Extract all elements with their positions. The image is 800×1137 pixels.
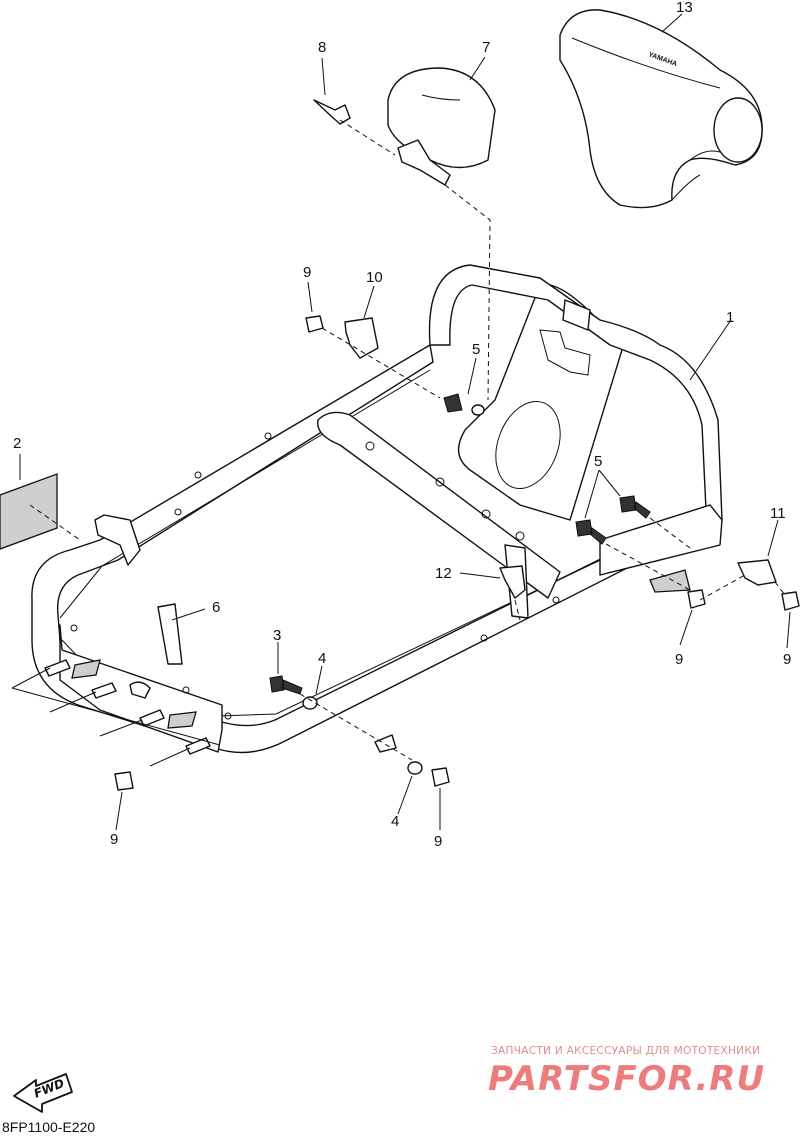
- fwd-arrow: FWD: [13, 1073, 73, 1113]
- fasteners: [114, 315, 800, 791]
- nut-9e: [431, 767, 450, 787]
- callout-12: 12: [435, 565, 452, 582]
- frame-rear-rail: [599, 504, 723, 576]
- washer-4b: [407, 761, 423, 775]
- bumper-pad-clip: [397, 139, 451, 186]
- leader-lines: [11, 13, 791, 831]
- frame-assembly: [31, 264, 723, 755]
- nut-9c: [781, 591, 800, 611]
- rail-holes: [70, 432, 560, 720]
- seat-pad-seam: [571, 37, 721, 201]
- bolt-5a: [443, 393, 463, 413]
- bolt-5c: [575, 519, 607, 545]
- nut-9b: [687, 589, 706, 609]
- clip-11: [737, 559, 777, 586]
- clip-10: [344, 317, 379, 359]
- callout-8: 8: [318, 39, 326, 56]
- callout-9b: 9: [675, 651, 683, 668]
- callout-9a: 9: [303, 264, 311, 281]
- pin-rivet: [313, 99, 351, 125]
- left-rail-bracket: [94, 514, 141, 566]
- support-panel-hole: [495, 400, 561, 490]
- washer-4a: [302, 696, 318, 710]
- underside-tab: [374, 734, 397, 753]
- callout-4a: 4: [318, 650, 326, 667]
- hoop-hinge: [562, 299, 591, 331]
- bushing-5a: [471, 404, 485, 416]
- seat-pad-end-cap: [713, 97, 763, 163]
- watermark-tagline: ЗАПЧАСТИ И АКСЕССУАРЫ ДЛЯ МОТОТЕХНИКИ: [491, 1045, 760, 1057]
- frame-cross-member: [316, 411, 561, 599]
- callout-7: 7: [482, 39, 490, 56]
- callout-5b: 5: [594, 453, 602, 470]
- fwd-arrow-shape: [13, 1073, 73, 1113]
- assembly-dash-lines: [29, 119, 786, 761]
- nut-9d: [114, 771, 134, 791]
- callout-11: 11: [770, 505, 786, 522]
- callout-9c: 9: [783, 651, 791, 668]
- callout-6: 6: [212, 599, 220, 616]
- callout-10: 10: [366, 269, 383, 286]
- callout-labels: 1 2 3 4 4 5 5 6 7 8 9 9 9 9 9 10 11 12 1…: [13, 0, 791, 850]
- callout-3: 3: [273, 627, 281, 644]
- bolt-3: [269, 675, 303, 695]
- callout-1: 1: [726, 309, 734, 326]
- callout-4b: 4: [391, 813, 399, 830]
- callout-13: 13: [676, 0, 693, 16]
- label-plate: [0, 473, 58, 550]
- underside-plate: [649, 569, 691, 593]
- bumper-pad-slot: [421, 94, 461, 101]
- nut-9a: [305, 315, 324, 333]
- callout-5a: 5: [472, 341, 480, 358]
- tag-6: [157, 603, 183, 665]
- seat-pad: [559, 9, 763, 209]
- drawing-code: 8FP1100-E220: [2, 1119, 95, 1135]
- bolt-5b: [619, 495, 651, 519]
- bracket-12: [499, 565, 526, 599]
- support-panel-bracket: [539, 329, 591, 376]
- callout-2: 2: [13, 435, 21, 452]
- callout-9e: 9: [434, 833, 442, 850]
- callout-9d: 9: [110, 831, 118, 848]
- watermark-brand: PARTSFOR.RU: [488, 1059, 765, 1099]
- watermark: ЗАПЧАСТИ И АКСЕССУАРЫ ДЛЯ МОТОТЕХНИКИ PA…: [488, 1045, 765, 1099]
